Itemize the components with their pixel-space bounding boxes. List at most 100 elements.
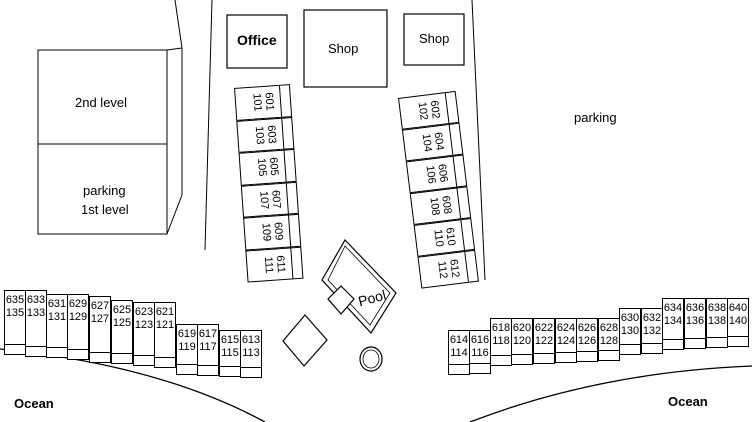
shop-left-label: Shop	[328, 41, 359, 56]
room-number-lower: 130	[620, 325, 640, 337]
diamond-feature	[282, 314, 328, 367]
room-number-upper: 614	[449, 334, 469, 346]
round-feature-inner	[362, 349, 380, 369]
room-number-lower: 128	[599, 335, 619, 347]
unit-divider	[449, 364, 469, 365]
room-number-upper: 613	[241, 334, 261, 346]
room-number-lower: 108	[427, 196, 442, 217]
unit-divider	[470, 363, 490, 364]
unit-divider	[577, 351, 597, 352]
pool-inner	[327, 245, 391, 326]
unit-divider	[177, 364, 197, 365]
room-number-upper: 605	[266, 157, 281, 177]
unit-divider	[707, 337, 727, 338]
unit-divider	[241, 367, 261, 368]
unit-divider	[491, 355, 511, 356]
unit-divider	[663, 339, 683, 340]
room-number-upper: 615	[220, 334, 240, 346]
room-number-lower: 107	[257, 190, 271, 210]
unit-divider	[685, 338, 705, 339]
room-number-lower: 129	[68, 311, 88, 323]
room-number-upper: 635	[5, 294, 25, 306]
room-number-lower: 120	[512, 335, 532, 347]
room-number-upper: 627	[90, 300, 110, 312]
room-number-lower: 110	[431, 228, 446, 248]
unit-divider	[534, 353, 554, 354]
room-number-lower: 112	[435, 260, 450, 280]
room-number-lower: 116	[471, 347, 489, 359]
ocean-left-label: Ocean	[14, 396, 54, 411]
room-number-lower: 113	[242, 347, 260, 359]
room-number-lower: 135	[5, 307, 25, 319]
room-number-lower: 133	[26, 307, 46, 319]
unit-divider	[134, 355, 154, 356]
parking-structure-1st-level	[37, 143, 168, 235]
parking-1st-level-label: parking	[83, 183, 126, 198]
unit-divider	[444, 93, 450, 124]
unit-divider	[452, 156, 458, 187]
room-number-upper: 638	[707, 302, 727, 314]
room-number-upper: 617	[198, 328, 218, 340]
unit-divider	[5, 344, 25, 345]
room-number-upper: 616	[470, 334, 490, 346]
unit-divider	[512, 354, 532, 355]
unit-divider	[288, 215, 292, 246]
room-number-lower: 122	[534, 335, 554, 347]
room-number-lower: 132	[642, 325, 662, 337]
room-number-upper: 640	[728, 302, 748, 314]
room-number-upper: 607	[269, 189, 283, 209]
spa	[327, 285, 355, 315]
unit-divider	[290, 247, 294, 279]
unit-divider	[220, 366, 240, 367]
road-line	[174, 0, 183, 49]
unit-divider	[155, 357, 175, 358]
unit-divider	[283, 150, 287, 182]
pool-outline	[321, 239, 397, 334]
office-building	[226, 14, 288, 69]
unit-divider	[642, 343, 662, 344]
unit-divider	[112, 353, 132, 354]
room-number-lower: 124	[556, 335, 576, 347]
unit-divider	[68, 349, 88, 350]
room-number-upper: 606	[435, 163, 450, 183]
room-number-upper: 625	[112, 304, 132, 316]
unit-divider	[460, 220, 466, 251]
room-number-upper: 629	[68, 298, 88, 310]
room-number-lower: 118	[492, 335, 510, 347]
room-number-lower: 134	[663, 315, 683, 327]
shop-right-label: Shop	[419, 31, 450, 46]
parking-2nd-level-label: 2nd level	[75, 95, 128, 110]
room-number-upper: 630	[620, 312, 640, 324]
room-number-upper: 618	[491, 322, 511, 334]
room-number-upper: 633	[26, 294, 46, 306]
room-number-lower: 103	[252, 125, 266, 145]
room-number-upper: 628	[599, 322, 619, 334]
unit-divider	[198, 365, 218, 366]
room-number-lower: 126	[577, 335, 597, 347]
unit-divider	[26, 346, 46, 347]
room-number-lower: 131	[47, 311, 67, 323]
room-number-lower: 136	[685, 315, 705, 327]
road-line	[204, 0, 213, 251]
shoreline-right	[469, 365, 752, 422]
room-number-lower: 127	[90, 313, 110, 325]
room-number-upper: 608	[439, 195, 454, 215]
